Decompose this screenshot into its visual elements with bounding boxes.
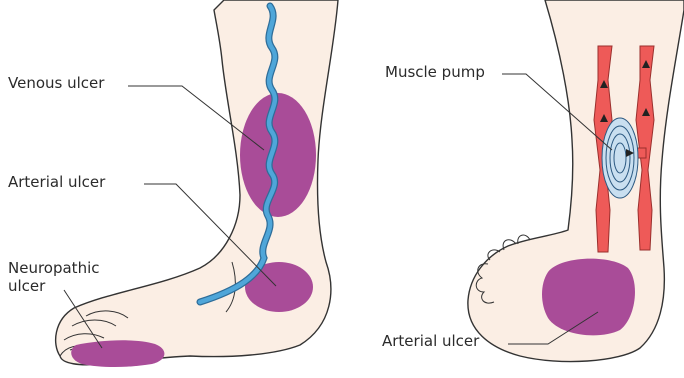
neuropathic-ulcer-shape [71,340,164,367]
right-leg [468,0,684,362]
arterial-ulcer-label-right: Arterial ulcer [382,332,479,351]
neuropathic-ulcer-label-line2: ulcer [8,277,45,296]
neuropathic-ulcer-label-line1: Neuropathic [8,259,100,278]
arterial-ulcer-shape-right [542,259,635,336]
venous-ulcer-shape [240,93,316,217]
muscle-pump-label: Muscle pump [385,63,485,82]
venous-ulcer-label: Venous ulcer [8,74,104,93]
arterial-ulcer-label-left: Arterial ulcer [8,173,105,192]
muscle-pump-shape [602,118,638,198]
